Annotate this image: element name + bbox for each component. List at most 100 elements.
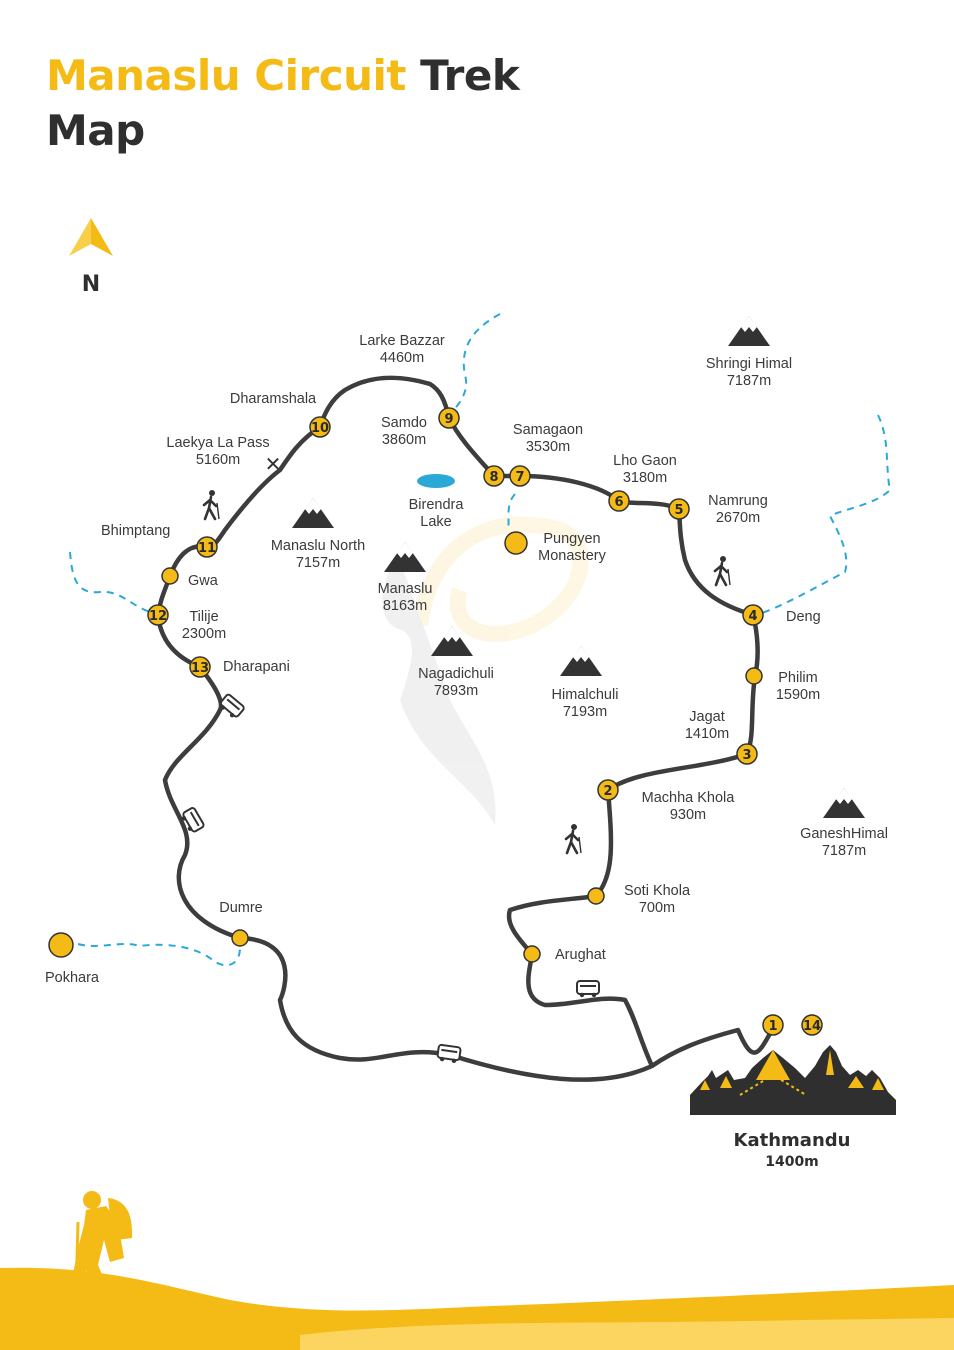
trek-route: [155, 375, 779, 1082]
hiker-silhouette-icon: [70, 1191, 133, 1300]
stop-marker-13: [189, 656, 211, 678]
peak-manaslu: Manaslu 8163m: [378, 542, 433, 614]
svg-text:13: 13: [191, 661, 209, 676]
hiker-icon: [713, 554, 732, 587]
stop-marker-11: [196, 536, 218, 558]
svg-text:3180m: 3180m: [623, 470, 667, 486]
mountain-icon: [728, 316, 770, 346]
title-trek: Trek: [420, 51, 520, 100]
svg-text:Larke Bazzar: Larke Bazzar: [359, 333, 445, 349]
svg-text:8163m: 8163m: [383, 598, 427, 614]
place-marker-pungyen: [504, 531, 528, 555]
hiker-icon: [202, 488, 221, 521]
stop-marker-2: [597, 779, 619, 801]
svg-text:7187m: 7187m: [822, 843, 866, 859]
place-marker-arughat: [523, 945, 541, 963]
svg-text:Manaslu North: Manaslu North: [271, 538, 365, 554]
peak-shringi: Shringi Himal 7187m: [706, 316, 792, 389]
svg-text:Nagadichuli: Nagadichuli: [418, 666, 494, 682]
svg-text:Dharamshala: Dharamshala: [230, 391, 317, 407]
svg-text:700m: 700m: [639, 900, 675, 916]
svg-text:1: 1: [768, 1019, 777, 1034]
peak-himalchuli: Himalchuli 7193m: [552, 646, 618, 720]
svg-text:Pokhara: Pokhara: [45, 970, 100, 986]
svg-text:Samdo: Samdo: [381, 415, 427, 431]
stop-marker-10: [309, 416, 331, 438]
bus-icon: [576, 980, 600, 999]
svg-text:Pungyen: Pungyen: [543, 531, 600, 547]
svg-text:7: 7: [515, 470, 524, 485]
stop-labels: Machha Khola 930m Jagat 1410m Deng Namru…: [45, 333, 821, 986]
peak-ganeshhimal: GaneshHimal 7187m: [800, 788, 888, 859]
birendra-lake-icon: [417, 474, 455, 488]
svg-text:Soti Khola: Soti Khola: [624, 883, 691, 899]
svg-text:Deng: Deng: [786, 609, 821, 625]
stop-marker-6: [608, 490, 630, 512]
place-marker-dumre: [231, 929, 249, 947]
svg-text:5160m: 5160m: [196, 452, 240, 468]
svg-text:Dumre: Dumre: [219, 900, 263, 916]
svg-text:10: 10: [311, 421, 329, 436]
svg-text:11: 11: [198, 541, 216, 556]
svg-text:Machha Khola: Machha Khola: [642, 790, 736, 806]
svg-text:7187m: 7187m: [727, 373, 771, 389]
mountain-icon: [823, 788, 865, 818]
svg-text:Manaslu: Manaslu: [378, 581, 433, 597]
svg-text:1400m: 1400m: [765, 1154, 819, 1170]
mountain-icon: [384, 542, 426, 572]
svg-text:4460m: 4460m: [380, 350, 424, 366]
stop-marker-4: [742, 604, 764, 626]
svg-text:3530m: 3530m: [526, 439, 570, 455]
bus-icon: [216, 692, 246, 722]
svg-text:Lake: Lake: [420, 514, 451, 530]
svg-text:Namrung: Namrung: [708, 493, 768, 509]
svg-text:Kathmandu: Kathmandu: [734, 1130, 851, 1151]
svg-text:8: 8: [489, 470, 498, 485]
svg-text:9: 9: [444, 412, 453, 427]
svg-text:GaneshHimal: GaneshHimal: [800, 826, 888, 842]
svg-text:Shringi Himal: Shringi Himal: [706, 356, 792, 372]
svg-text:7893m: 7893m: [434, 683, 478, 699]
svg-text:3860m: 3860m: [382, 432, 426, 448]
svg-text:Monastery: Monastery: [538, 548, 606, 564]
place-marker-soti: [587, 887, 605, 905]
watermark-logo: [382, 516, 589, 825]
peak-manaslu-north: Manaslu North 7157m: [271, 498, 365, 571]
bus-icon: [435, 1043, 462, 1065]
pass-crossing-icon: ✕: [265, 452, 282, 476]
place-marker-gwa: [161, 567, 179, 585]
svg-text:5: 5: [674, 503, 683, 518]
mountain-icon: [560, 646, 602, 676]
svg-text:2: 2: [603, 784, 612, 799]
stop-marker-1: [762, 1014, 784, 1036]
svg-text:1590m: 1590m: [776, 687, 820, 703]
svg-text:Bhimptang: Bhimptang: [101, 523, 170, 539]
svg-text:Jagat: Jagat: [689, 709, 724, 725]
title-map: Map: [46, 106, 145, 155]
svg-text:1410m: 1410m: [685, 726, 729, 742]
stop-marker-14: [801, 1014, 823, 1036]
svg-text:6: 6: [614, 495, 623, 510]
svg-text:Lho Gaon: Lho Gaon: [613, 453, 677, 469]
svg-text:Gwa: Gwa: [188, 573, 219, 589]
svg-text:2670m: 2670m: [716, 510, 760, 526]
svg-text:14: 14: [803, 1019, 821, 1034]
rivers: [69, 313, 892, 967]
svg-text:4: 4: [748, 609, 757, 624]
place-marker-pokhara: [48, 932, 74, 958]
north-label: N: [81, 272, 101, 297]
svg-text:Samagaon: Samagaon: [513, 422, 583, 438]
svg-text:12: 12: [149, 609, 167, 624]
north-compass: N: [66, 216, 116, 297]
mountain-icon: [292, 498, 334, 528]
stop-marker-12: [147, 604, 169, 626]
stop-marker-8: [483, 465, 505, 487]
peak-nagadichuli: Nagadichuli 7893m: [418, 626, 494, 699]
svg-text:930m: 930m: [670, 807, 706, 823]
svg-text:Dharapani: Dharapani: [223, 659, 290, 675]
stop-marker-5: [668, 498, 690, 520]
svg-text:Arughat: Arughat: [555, 947, 606, 963]
svg-text:Philim: Philim: [778, 670, 817, 686]
